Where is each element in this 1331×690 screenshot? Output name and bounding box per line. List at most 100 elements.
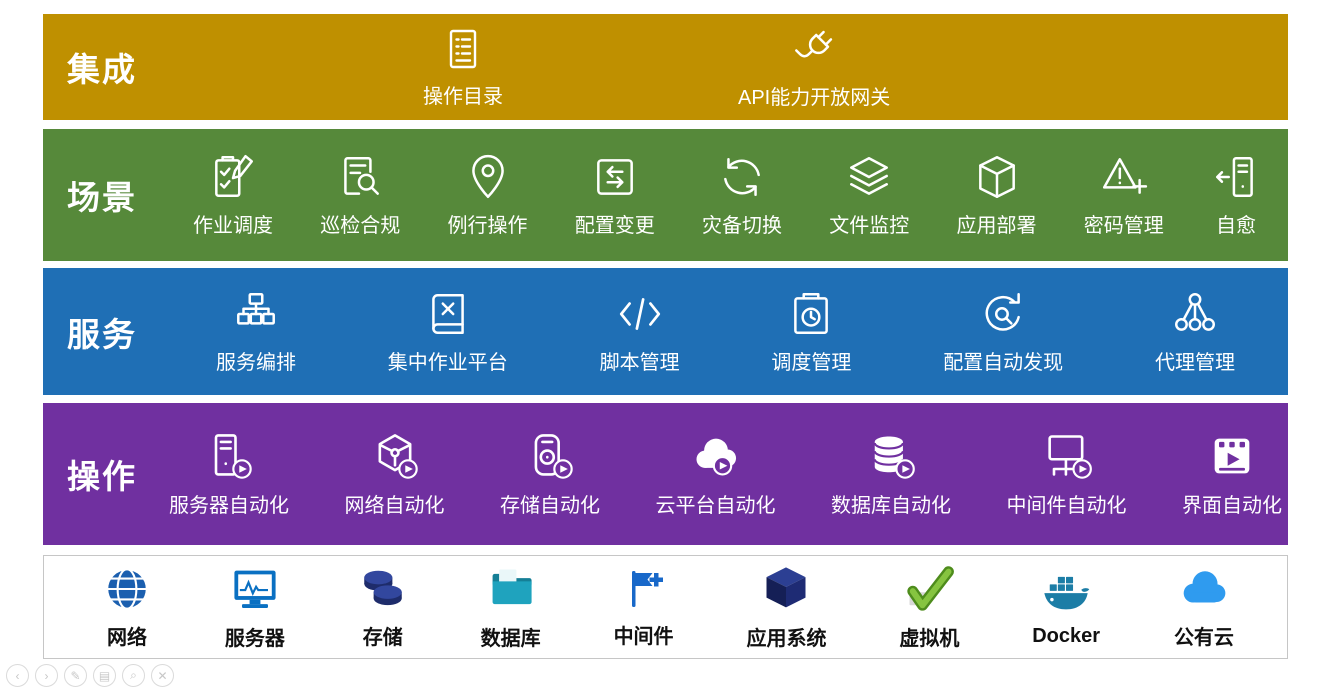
cloud-automation-icon — [690, 430, 742, 482]
infrastructure-band: 网络 服务器 — [43, 555, 1288, 659]
prev-arrow-icon: ‹ — [15, 668, 20, 683]
item-middleware-automation: 中间件自动化 — [1007, 430, 1127, 518]
item-self-healing: 自愈 — [1211, 152, 1261, 238]
app-deploy-icon — [972, 152, 1022, 202]
network-icon — [102, 564, 152, 614]
menu-icon: ▤ — [98, 668, 111, 683]
storage-icon — [358, 564, 408, 614]
zoom-tool-button[interactable]: ⌕ — [122, 664, 145, 687]
item-docker: Docker — [1032, 566, 1100, 648]
item-label: 文件监控 — [829, 215, 910, 237]
auto-discovery-icon — [978, 289, 1028, 339]
item-label: 虚拟机 — [899, 628, 960, 650]
item-label: 操作目录 — [423, 86, 503, 108]
public-cloud-icon — [1173, 564, 1235, 614]
infrastructure-items: 网络 服务器 — [44, 556, 1287, 658]
item-api-gateway: API能力开放网关 — [738, 24, 890, 110]
item-label: API能力开放网关 — [738, 87, 891, 109]
database-icon — [485, 563, 537, 615]
operation-band-label: 操作 — [67, 458, 137, 495]
middleware-icon — [620, 565, 668, 613]
scenario-items: 作业调度 巡检合规 — [43, 129, 1288, 261]
item-label: 脚本管理 — [599, 351, 680, 374]
item-schedule-mgmt: 调度管理 — [771, 289, 851, 375]
server-icon — [229, 563, 281, 615]
item-cloud-automation: 云平台自动化 — [656, 430, 776, 518]
item-operation-catalog: 操作目录 — [423, 25, 503, 109]
script-mgmt-icon — [615, 289, 665, 339]
config-change-icon — [590, 152, 640, 202]
job-scheduling-icon — [208, 152, 258, 202]
item-label: 密码管理 — [1083, 215, 1164, 237]
item-storage-automation: 存储自动化 — [500, 430, 600, 518]
item-label: 服务器 — [224, 628, 285, 650]
network-automation-icon — [369, 430, 421, 482]
item-database-automation: 数据库自动化 — [831, 430, 951, 518]
item-routine-operation: 例行操作 — [448, 152, 528, 238]
pen-tool-button[interactable]: ✎ — [64, 664, 87, 687]
integration-band-label: 集成 — [67, 51, 137, 88]
item-label: 服务编排 — [216, 351, 296, 374]
item-label: 灾备切换 — [702, 215, 782, 237]
item-label: 自愈 — [1216, 215, 1256, 237]
item-label: 集中作业平台 — [387, 351, 508, 374]
ui-automation-icon — [1206, 430, 1258, 482]
item-label: 中间件自动化 — [1006, 495, 1127, 517]
item-script-mgmt: 脚本管理 — [600, 289, 680, 375]
item-server: 服务器 — [225, 563, 285, 651]
item-label: 数据库 — [480, 628, 541, 650]
service-band: 服务 服务编排 — [43, 268, 1288, 395]
app-system-icon — [760, 563, 812, 615]
item-network: 网络 — [102, 564, 152, 650]
exit-slideshow-button[interactable]: ✕ — [151, 664, 174, 687]
item-network-automation: 网络自动化 — [345, 430, 445, 518]
item-label: 例行操作 — [447, 215, 528, 237]
virtual-machine-icon — [903, 563, 955, 615]
item-server-automation: 服务器自动化 — [169, 430, 289, 518]
file-monitor-icon — [844, 152, 894, 202]
item-label: 数据库自动化 — [831, 495, 951, 517]
item-label: 巡检合规 — [320, 215, 401, 237]
service-items: 服务编排 集中作业平台 — [43, 268, 1288, 395]
diagram-stack: 集成 操作目录 — [43, 14, 1288, 659]
item-label: 配置自动发现 — [943, 351, 1064, 374]
item-label: 网络自动化 — [344, 495, 445, 517]
item-app-system: 应用系统 — [746, 563, 826, 651]
item-label: 公有云 — [1173, 627, 1234, 649]
item-file-monitor: 文件监控 — [829, 152, 909, 238]
item-central-job-platform: 集中作业平台 — [388, 289, 508, 375]
item-config-change: 配置变更 — [575, 152, 655, 238]
item-label: 界面自动化 — [1182, 495, 1282, 517]
item-database: 数据库 — [481, 563, 541, 651]
central-job-platform-icon — [423, 289, 473, 339]
item-middleware: 中间件 — [614, 565, 674, 649]
api-gateway-icon — [789, 24, 839, 74]
service-band-label: 服务 — [67, 315, 137, 353]
storage-automation-icon — [524, 430, 576, 482]
schedule-mgmt-icon — [786, 289, 836, 339]
item-label: 作业调度 — [193, 215, 273, 237]
prev-slide-button[interactable]: ‹ — [6, 664, 29, 687]
close-icon: ✕ — [157, 668, 168, 683]
slideshow-menu-button[interactable]: ▤ — [93, 664, 116, 687]
docker-icon — [1038, 566, 1094, 618]
integration-band: 集成 操作目录 — [43, 14, 1288, 120]
item-label: 服务器自动化 — [169, 495, 289, 517]
password-mgmt-icon — [1099, 152, 1149, 202]
server-automation-icon — [203, 430, 255, 482]
item-app-deploy: 应用部署 — [957, 152, 1037, 238]
item-label: 网络 — [107, 627, 147, 649]
scenario-band-label: 场景 — [67, 179, 137, 216]
middleware-automation-icon — [1041, 430, 1093, 482]
item-label: 应用系统 — [746, 628, 827, 650]
item-agent-mgmt: 代理管理 — [1155, 289, 1235, 375]
next-slide-button[interactable]: › — [35, 664, 58, 687]
item-storage: 存储 — [358, 564, 408, 650]
routine-operation-icon — [463, 152, 513, 202]
item-label: 代理管理 — [1154, 351, 1235, 374]
item-label: 调度管理 — [771, 351, 852, 374]
item-label: 存储自动化 — [500, 495, 600, 517]
database-automation-icon — [865, 430, 917, 482]
scenario-band: 场景 作业调度 — [43, 129, 1288, 261]
